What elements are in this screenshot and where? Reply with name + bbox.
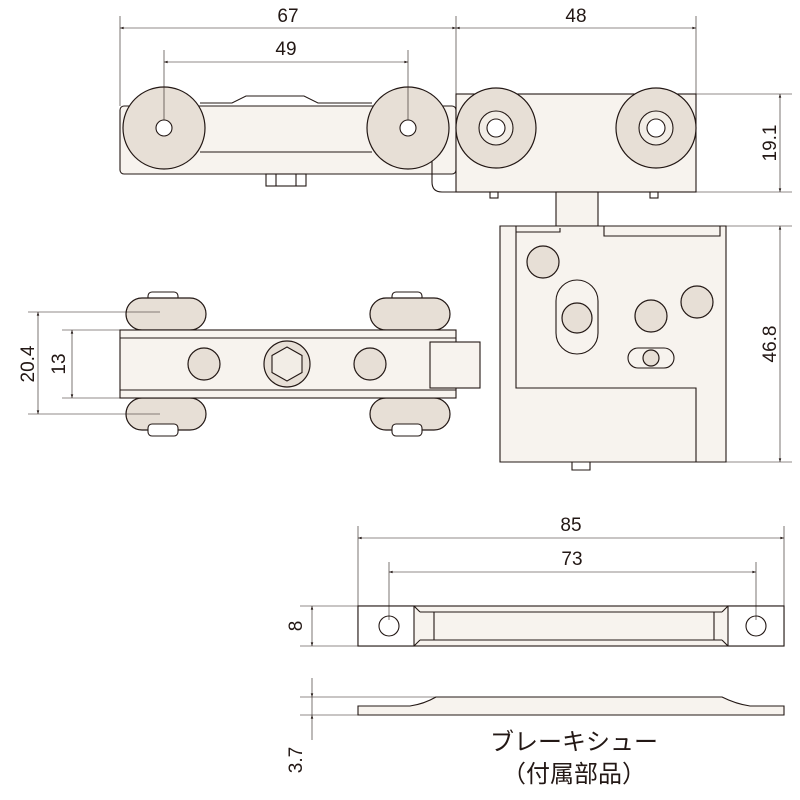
bottom-view: 20.4 13 xyxy=(18,291,481,437)
dimension-48-label: 48 xyxy=(565,6,586,27)
dimension-73-label: 73 xyxy=(561,549,582,570)
dimension-20-4-label: 20.4 xyxy=(18,345,39,382)
hex-nut xyxy=(263,340,311,388)
side-view-right: 48 19.1 46.8 xyxy=(455,6,792,471)
dimension-73: 73 xyxy=(388,549,757,620)
brake-shoe-side: 3.7 ブレーキシュー （付属部品） xyxy=(286,678,785,788)
dimension-13-label: 13 xyxy=(49,353,70,374)
dimension-48: 48 xyxy=(456,6,697,94)
dimension-19-1-label: 19.1 xyxy=(760,125,781,162)
side-wheel-left xyxy=(455,87,537,169)
dimension-49-label: 49 xyxy=(275,39,296,60)
side-wheel-right xyxy=(615,87,697,169)
caption-note: （付属部品） xyxy=(502,760,646,788)
top-view-left: 67 49 xyxy=(119,6,457,193)
dimension-3-7: 3.7 xyxy=(286,678,440,773)
caption-name: ブレーキシュー xyxy=(490,728,658,756)
dimension-19-1: 19.1 xyxy=(696,93,792,193)
dimension-8: 8 xyxy=(286,605,358,647)
dimension-85-label: 85 xyxy=(560,515,581,536)
brake-shoe-plan: 85 73 8 xyxy=(286,515,785,647)
dimension-49: 49 xyxy=(163,39,409,120)
dimension-13: 13 xyxy=(49,329,120,399)
dimension-8-label: 8 xyxy=(286,621,307,632)
dimension-67: 67 xyxy=(119,6,457,106)
brake-slot xyxy=(555,279,599,355)
dimension-46-8-label: 46.8 xyxy=(760,326,781,363)
dimension-20-4: 20.4 xyxy=(18,311,160,415)
dimension-46-8: 46.8 xyxy=(726,225,792,463)
bracket xyxy=(499,225,727,471)
dimension-85: 85 xyxy=(357,515,785,606)
dimension-3-7-label: 3.7 xyxy=(286,747,307,773)
dimension-67-label: 67 xyxy=(277,6,298,27)
